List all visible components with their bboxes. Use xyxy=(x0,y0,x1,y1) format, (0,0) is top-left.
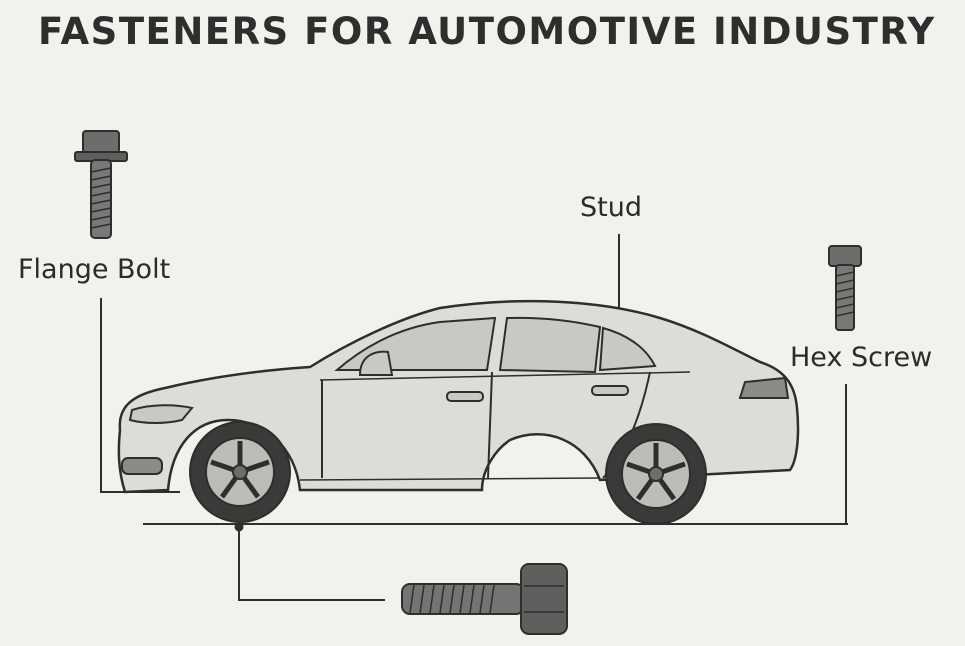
rear-wheel xyxy=(605,423,707,525)
front-door-line xyxy=(321,371,493,479)
front-wheel xyxy=(189,421,291,523)
flange-bolt-label: Flange Bolt xyxy=(18,254,171,285)
belt-line xyxy=(319,371,691,381)
quarter-window xyxy=(598,326,657,372)
side-mirror xyxy=(358,350,394,376)
hex-screw-label: Hex Screw xyxy=(790,342,933,373)
flange-bolt-leader-line xyxy=(100,298,180,493)
bottom-bolt-leader-dot xyxy=(234,522,244,532)
hex-bolt-icon xyxy=(401,563,568,635)
flange-bolt-icon xyxy=(74,130,128,239)
rear-window xyxy=(498,316,602,374)
stud-label: Stud xyxy=(580,192,642,223)
front-door-handle xyxy=(446,391,484,402)
hex-screw-icon xyxy=(828,245,862,331)
rear-door-handle xyxy=(591,385,629,396)
taillight xyxy=(738,376,790,399)
rocker-panel xyxy=(299,477,601,481)
sedan-car-illustration xyxy=(117,299,800,525)
bottom-bolt-leader-line xyxy=(238,527,385,601)
fog-light xyxy=(121,457,163,475)
diagram-title: FASTENERS FOR AUTOMOTIVE INDUSTRY xyxy=(38,10,936,53)
headlight xyxy=(128,404,194,424)
